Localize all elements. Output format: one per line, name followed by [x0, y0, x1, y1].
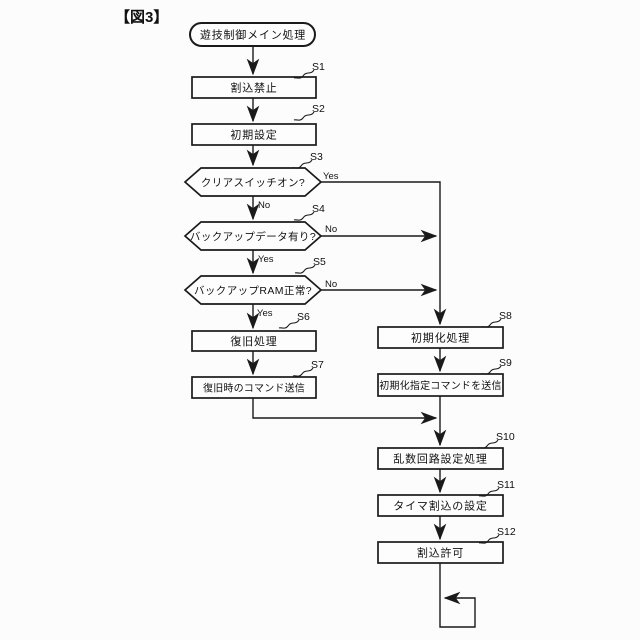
process-box-s1 [191, 76, 317, 99]
branch-label-s5-yes: Yes [257, 308, 273, 319]
start-terminal-label: 遊技制御メイン処理 [200, 28, 306, 42]
step-id-s10: S10 [496, 431, 515, 443]
decision-hexagon-s3 [183, 167, 323, 197]
step-id-s12: S12 [497, 526, 516, 538]
step-id-s9: S9 [499, 357, 512, 369]
branch-label-s3-no: No [258, 200, 270, 211]
step-id-s11: S11 [497, 479, 515, 491]
process-box-s10 [377, 447, 504, 470]
process-label-s7: 復旧時のコマンド送信 [203, 382, 305, 395]
step-id-s5: S5 [313, 256, 326, 268]
step-id-s1: S1 [312, 61, 325, 73]
leader-squiggle-s2 [293, 111, 315, 121]
leader-squiggle-s7 [292, 367, 314, 377]
process-box-s6 [191, 330, 317, 352]
figure-title: 【図3】 [115, 8, 168, 26]
start-terminal [189, 22, 316, 47]
step-id-s6: S6 [297, 311, 310, 323]
branch-label-s4-no: No [325, 224, 337, 235]
decision-hexagon-s5 [183, 275, 323, 305]
step-id-s7: S7 [311, 359, 324, 371]
branch-label-s4-yes: Yes [258, 254, 274, 265]
process-box-s12 [377, 541, 504, 564]
leader-squiggle-s8 [480, 318, 502, 328]
process-box-s9 [377, 373, 504, 397]
process-box-s7 [191, 376, 317, 399]
process-box-s8 [377, 326, 504, 349]
step-id-s3: S3 [310, 151, 323, 163]
branch-label-s3-yes: Yes [323, 171, 339, 182]
step-id-s4: S4 [312, 203, 325, 215]
process-label-s10: 乱数回路設定処理 [393, 452, 487, 466]
main-loop-line [439, 563, 476, 628]
process-label-s6: 復旧処理 [230, 335, 277, 348]
branch-label-s5-no: No [325, 279, 337, 290]
arrow-s3-yes-to-s8 [321, 181, 447, 326]
process-label-s8: 初期化処理 [411, 331, 470, 345]
decision-label-s5: バックアップRAM正常? [194, 284, 312, 297]
decision-label-s3: クリアスイッチオン? [201, 177, 305, 189]
process-label-s1: 割込禁止 [230, 81, 277, 95]
step-id-s2: S2 [312, 103, 325, 115]
process-label-s9: 初期化指定コマンドを送信 [379, 379, 501, 392]
decision-hexagon-s4 [183, 221, 323, 251]
process-box-s11 [377, 494, 504, 517]
step-id-s8: S8 [499, 310, 512, 322]
leader-squiggle-s6 [278, 319, 300, 329]
leader-squiggle-s3 [291, 159, 313, 169]
arrow-s7-join-to-rightline [252, 398, 438, 425]
process-box-s2 [191, 123, 317, 146]
process-label-s11: タイマ割込の設定 [393, 499, 487, 513]
leader-squiggle-s4 [293, 211, 315, 221]
process-label-s2: 初期設定 [230, 128, 277, 142]
leader-squiggle-s10 [477, 439, 499, 449]
decision-label-s4: バックアップデータ有り? [190, 230, 316, 243]
leader-squiggle-s5 [294, 264, 316, 274]
process-label-s12: 割込許可 [417, 546, 464, 560]
leader-squiggle-s9 [480, 365, 502, 375]
